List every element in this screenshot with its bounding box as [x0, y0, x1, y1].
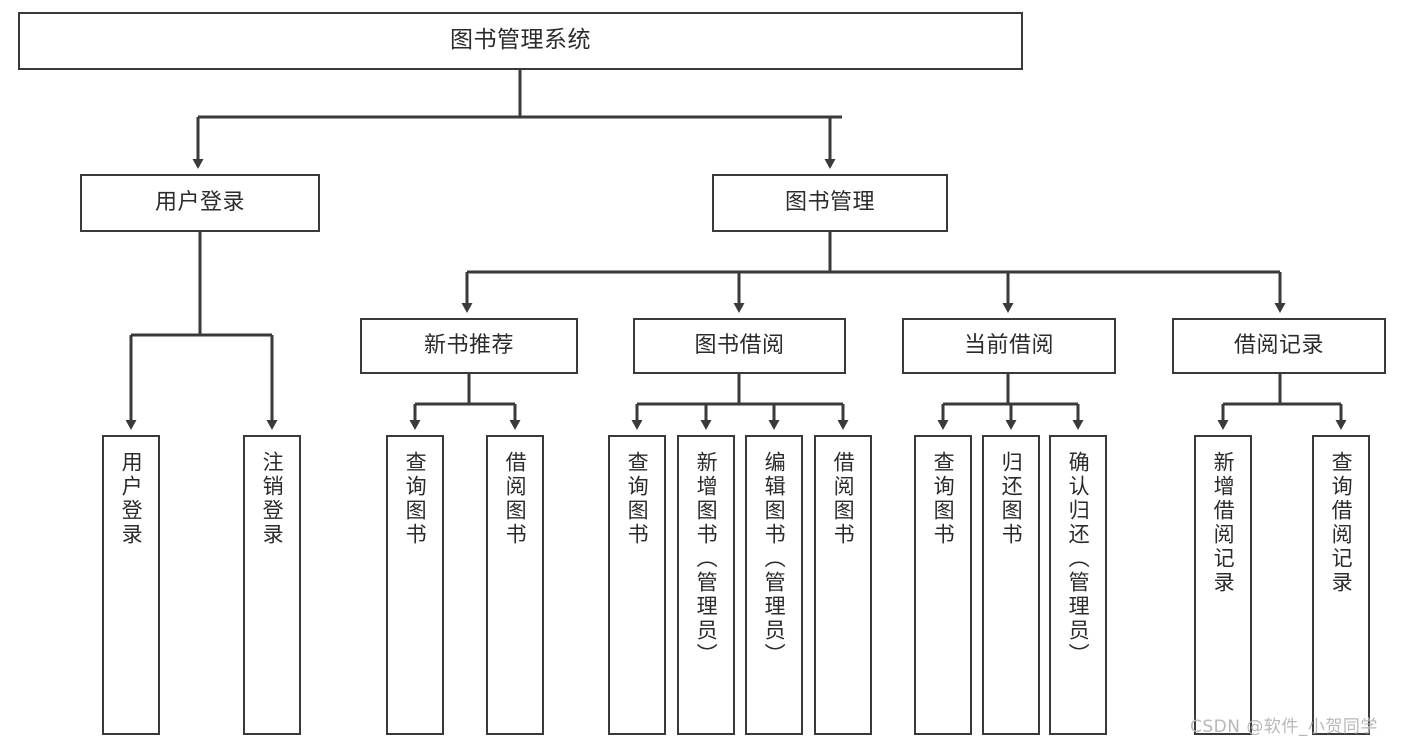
- node-book-manage[interactable]: 图书管理: [712, 174, 948, 232]
- node-new-book-recommend[interactable]: 新书推荐: [360, 318, 578, 374]
- edge-group-user-login: [125, 232, 278, 430]
- node-label: 确认归还（管理员）: [1066, 451, 1091, 667]
- edge-group-borrow-record: [1217, 374, 1347, 430]
- node-borrow-record[interactable]: 借阅记录: [1172, 318, 1386, 374]
- node-leaf-edit-book[interactable]: 编辑图书（管理员）: [745, 435, 803, 735]
- watermark-label: CSDN @软件_小贺同学: [1190, 717, 1378, 737]
- node-label: 借阅图书: [831, 451, 856, 547]
- edge-group-book-manage: [461, 232, 1286, 313]
- node-label: 编辑图书（管理员）: [762, 451, 787, 667]
- node-leaf-borrow-book-1[interactable]: 借阅图书: [486, 435, 544, 735]
- node-label: 借阅图书: [503, 451, 528, 547]
- node-label: 查询借阅记录: [1329, 451, 1354, 595]
- node-root[interactable]: 图书管理系统: [18, 12, 1023, 70]
- node-user-login[interactable]: 用户登录: [80, 174, 320, 232]
- node-leaf-logout[interactable]: 注销登录: [243, 435, 301, 735]
- node-leaf-add-record[interactable]: 新增借阅记录: [1194, 435, 1252, 735]
- node-book-borrow[interactable]: 图书借阅: [633, 318, 846, 374]
- node-leaf-query-record[interactable]: 查询借阅记录: [1312, 435, 1370, 735]
- node-label: 归还图书: [999, 451, 1024, 547]
- node-label: 查询图书: [625, 451, 650, 547]
- edge-group-new-book-recommend: [409, 374, 521, 430]
- node-label: 新增图书（管理员）: [694, 451, 719, 667]
- node-leaf-query-book-3[interactable]: 查询图书: [914, 435, 972, 735]
- edge-group-book-borrow: [631, 374, 849, 430]
- node-leaf-add-book[interactable]: 新增图书（管理员）: [677, 435, 735, 735]
- node-label: 查询图书: [931, 451, 956, 547]
- node-leaf-confirm-return[interactable]: 确认归还（管理员）: [1049, 435, 1107, 735]
- node-current-borrow[interactable]: 当前借阅: [902, 318, 1116, 374]
- node-label: 注销登录: [260, 451, 285, 547]
- node-leaf-query-book-2[interactable]: 查询图书: [608, 435, 666, 735]
- edge-group-current-borrow: [937, 374, 1084, 430]
- node-label: 查询图书: [403, 451, 428, 547]
- node-leaf-return-book[interactable]: 归还图书: [982, 435, 1040, 735]
- node-label: 新增借阅记录: [1211, 451, 1236, 595]
- node-leaf-user-login[interactable]: 用户登录: [102, 435, 160, 735]
- node-leaf-borrow-book-2[interactable]: 借阅图书: [814, 435, 872, 735]
- node-leaf-query-book-1[interactable]: 查询图书: [386, 435, 444, 735]
- node-label: 用户登录: [119, 451, 144, 547]
- edge-group-root: [192, 70, 842, 169]
